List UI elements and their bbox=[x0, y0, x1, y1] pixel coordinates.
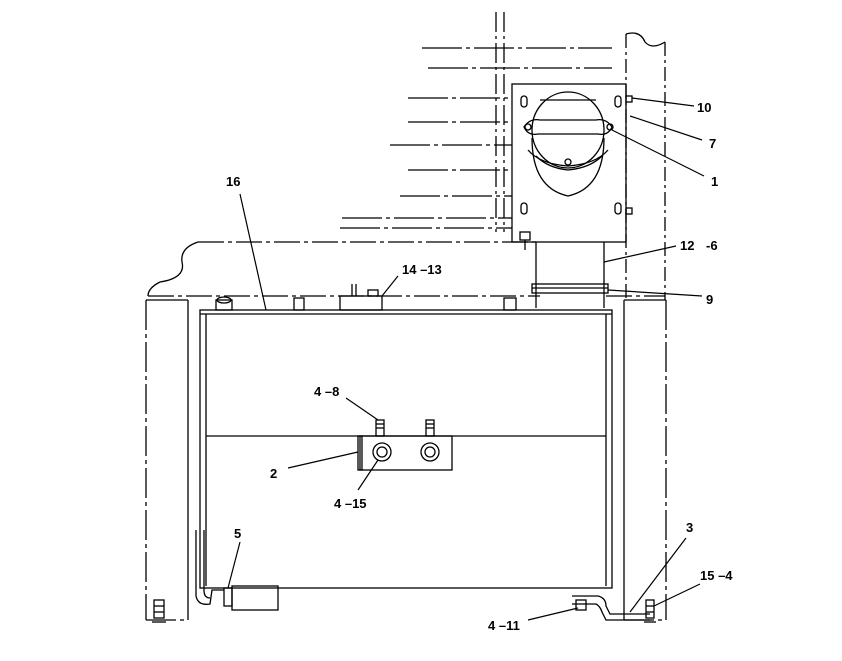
tank-body bbox=[199, 309, 613, 589]
tank-top-fittings bbox=[215, 284, 517, 311]
callout-4-15: 4 –15 bbox=[334, 496, 367, 511]
plate-screws bbox=[519, 95, 633, 250]
callout-15-4: 15 –4 bbox=[700, 568, 733, 583]
callout-1: 1 bbox=[711, 174, 718, 189]
callout-5: 5 bbox=[234, 526, 241, 541]
callout-9: 9 bbox=[706, 292, 713, 307]
leader-lines bbox=[227, 97, 705, 621]
phantom-frame-break bbox=[147, 241, 199, 297]
callout-4-11: 4 –11 bbox=[488, 618, 520, 633]
callout-16: 16 bbox=[226, 174, 240, 189]
callout-12: 12 bbox=[680, 238, 694, 253]
drain-valve bbox=[223, 585, 279, 611]
phantom-rails bbox=[340, 47, 612, 229]
mounting-plate bbox=[511, 83, 627, 243]
callout-4-8: 4 –8 bbox=[314, 384, 339, 399]
left-support-leg bbox=[145, 299, 189, 621]
callout-6: -6 bbox=[706, 238, 718, 253]
callout-3: 3 bbox=[686, 520, 693, 535]
column-break-line bbox=[625, 32, 666, 47]
plate-slots bbox=[520, 95, 622, 215]
callout-7: 7 bbox=[709, 136, 716, 151]
right-foot-bracket bbox=[572, 595, 656, 623]
callout-10: 10 bbox=[697, 100, 711, 115]
callout-14-13: 14 –13 bbox=[402, 262, 442, 277]
filler-neck bbox=[531, 242, 609, 308]
side-bracket bbox=[357, 419, 453, 471]
phantom-vertical-rail bbox=[495, 12, 505, 232]
breather-assembly bbox=[523, 91, 614, 197]
callout-2: 2 bbox=[270, 466, 277, 481]
callout-labels: 10 7 1 16 12 -6 14 –13 9 4 –8 2 4 –15 5 … bbox=[226, 100, 733, 633]
right-column-phantom bbox=[625, 34, 666, 300]
left-foot-bracket bbox=[152, 530, 224, 623]
